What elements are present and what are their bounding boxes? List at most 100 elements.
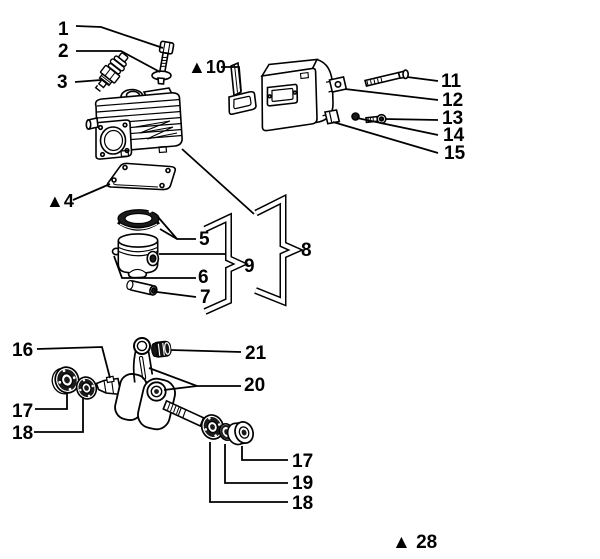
- piston-skirt-arch: [128, 268, 147, 274]
- callout-2: 2: [58, 41, 69, 62]
- leader-lines-layer: [34, 25, 439, 503]
- muffler-bolt-drawing: [364, 69, 409, 87]
- plug-hex-facets: [104, 68, 116, 80]
- bearing-bore: [210, 424, 215, 430]
- leader-18-left: [34, 397, 84, 433]
- cage-rim: [164, 342, 171, 355]
- gasket-hole: [165, 167, 171, 174]
- piston-pin-drawing: [126, 279, 158, 296]
- gasket-hole: [111, 177, 117, 183]
- drum-hub: [238, 426, 250, 439]
- leader-2: [76, 50, 161, 73]
- bearing-race: [203, 416, 222, 438]
- muffler-drawing: [260, 58, 348, 132]
- exhaust-port-bore: [103, 129, 124, 152]
- piston-pin-hole: [149, 254, 157, 263]
- leader-6: [113, 255, 196, 279]
- leader-7: [156, 291, 197, 298]
- bearing-ball: [68, 387, 72, 391]
- ring-upper-band: [117, 209, 160, 228]
- muffler-bracket-tab: [328, 76, 348, 93]
- bearing-bore: [84, 385, 89, 391]
- muffler-gasket-drawing: [228, 61, 257, 116]
- exhaust-port: [99, 126, 127, 155]
- right-shaft-steps: [177, 406, 187, 418]
- brace-core: [204, 214, 246, 314]
- pin-bore: [151, 287, 157, 294]
- bearing-ball: [72, 376, 76, 380]
- rod-small-end-bore: [136, 340, 148, 352]
- gasket-outline: [228, 90, 257, 116]
- ring-gap: [148, 207, 155, 214]
- leader-19: [224, 444, 288, 484]
- callout-4: ▲4: [46, 191, 74, 211]
- parts-layer: [51, 40, 409, 446]
- piston-rings-drawing: [117, 207, 160, 231]
- leader-12: [344, 88, 439, 101]
- muffler-lower-tab: [324, 109, 341, 125]
- leader-17-right: [241, 446, 288, 461]
- leader-21: [170, 349, 242, 353]
- piston-drawing: [111, 233, 160, 279]
- brace-core: [254, 196, 301, 305]
- right-bearing-drawing: [200, 414, 225, 440]
- bearing-ball: [217, 423, 221, 426]
- bracket-joint: [325, 80, 333, 93]
- lower-tab-detail: [322, 111, 333, 123]
- bearing-ball: [87, 394, 91, 397]
- callout-3: 3: [57, 72, 68, 93]
- callout-10: ▲10: [188, 57, 226, 77]
- callout-8: 8: [301, 240, 312, 261]
- callout-18-right: 18: [292, 493, 313, 514]
- callout-5: 5: [199, 229, 210, 250]
- callout-17-left: 17: [12, 401, 33, 422]
- plate-edge: [234, 64, 238, 93]
- leader-18-right: [209, 442, 288, 503]
- callout-14: 14: [443, 125, 465, 146]
- right-shaft-threads: [167, 402, 180, 415]
- bearing-race: [57, 369, 77, 391]
- labels-layer: 1 2 3 ▲10 11 12 13 14 15 ▲4 5 9 6 7 8 16…: [12, 19, 466, 553]
- bolt-head-facets: [162, 41, 171, 54]
- right-shaft: [162, 399, 205, 428]
- screw13-socket: [378, 116, 385, 122]
- left-outer-bearing-drawing: [51, 366, 80, 395]
- callout-19: 19: [292, 473, 313, 494]
- bearing-ball: [82, 379, 86, 382]
- bearing-race: [78, 378, 95, 398]
- callout-11: 11: [441, 71, 462, 92]
- cylinder-base-gasket-drawing: [106, 162, 177, 191]
- gasket-slot: [233, 95, 252, 110]
- rod-right-edge: [147, 350, 154, 375]
- bearing-ball: [62, 369, 66, 373]
- callout-21: 21: [245, 343, 267, 364]
- bearing-ball: [58, 380, 62, 384]
- cylinder-stub-end: [85, 119, 92, 130]
- leader-20: [148, 367, 241, 391]
- leader-17-left: [35, 392, 68, 410]
- fin-steps: [134, 120, 178, 140]
- cylinder-foot: [120, 149, 130, 158]
- piston-crown: [117, 233, 159, 248]
- bearing-bore: [64, 376, 70, 384]
- needle-cage-drawing: [151, 340, 172, 358]
- leader-3: [74, 79, 102, 83]
- left-inner-bearing-drawing: [75, 376, 98, 400]
- ring-lower-highlight: [119, 223, 158, 230]
- cooling-fins: [96, 98, 183, 143]
- callout-20: 20: [244, 375, 265, 396]
- group-brace-9: [203, 212, 249, 315]
- pin-left-end: [126, 279, 134, 291]
- rod-small-end: [133, 337, 151, 355]
- bolt11-head-end: [402, 69, 409, 80]
- gasket-hole: [159, 182, 165, 189]
- bearing-ball: [214, 434, 217, 437]
- muffler-vent-plate: [266, 83, 299, 107]
- muffler-stamp: [299, 71, 309, 80]
- leader-5: [157, 216, 196, 240]
- leader-1: [75, 25, 164, 49]
- leader-cylinder-group: [181, 148, 255, 215]
- leader-13: [384, 118, 439, 121]
- bearing-3d-edge: [51, 368, 69, 395]
